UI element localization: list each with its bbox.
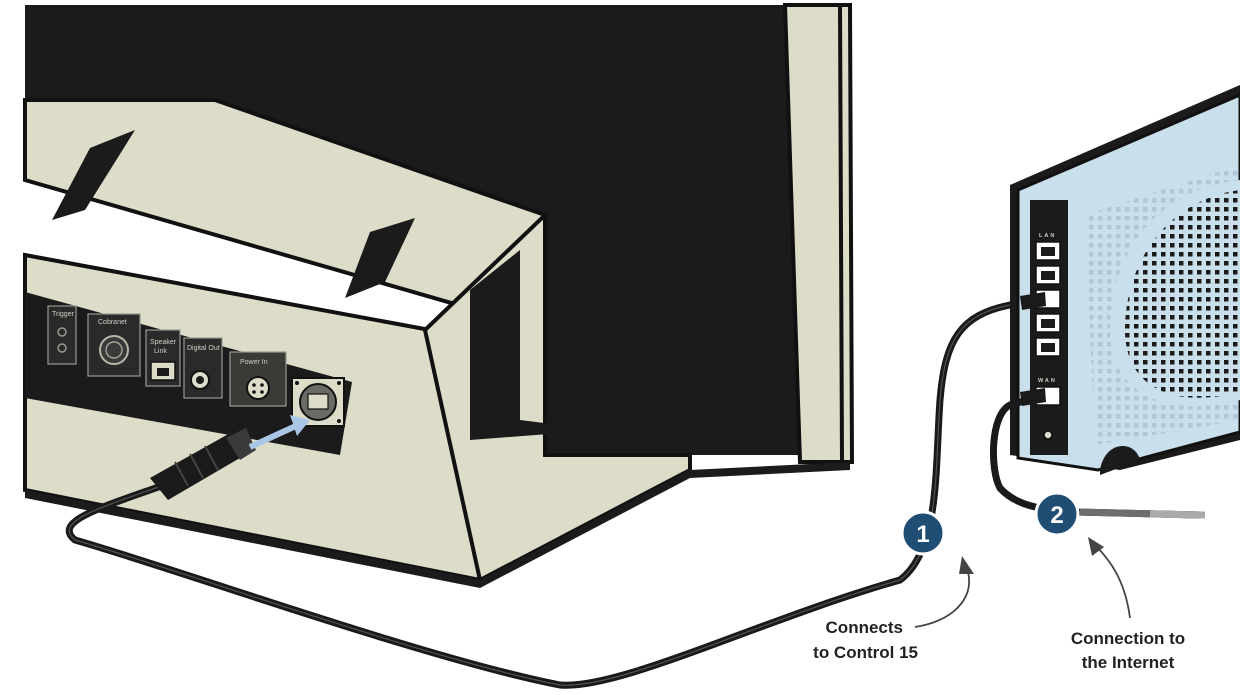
connector-panel: Trigger Cobranet Speaker Link Digital Ou… (25, 292, 352, 455)
badge-1 (900, 510, 946, 556)
power-in-connector (246, 376, 270, 400)
router-foot (1100, 446, 1140, 475)
base-foot-right (345, 218, 415, 298)
callout-2-caption-line1: Connection to (1071, 629, 1185, 648)
trigger-label: Trigger (52, 311, 75, 318)
badge-1-number: 1 (916, 521, 929, 548)
router: LAN WAN (1010, 85, 1240, 475)
insertion-arrow (248, 415, 310, 450)
callout-2: 2 Connection to the Internet (1034, 491, 1185, 672)
callout-1-caption-line1: Connects (826, 618, 903, 637)
cobranet-connector (99, 335, 129, 365)
callout-2-arrow (1094, 544, 1131, 619)
digital-out-label: Digital Out (187, 345, 220, 352)
badge-2 (1034, 491, 1080, 537)
cable-1 (65, 298, 1042, 689)
speaker-side-edge (782, 2, 855, 464)
speaker-link-label-line2: Link (154, 348, 167, 355)
router-power-jack (1043, 430, 1053, 440)
cobranet-label: Cobranet (98, 319, 127, 326)
speaker-unit: Trigger Cobranet Speaker Link Digital Ou… (23, 2, 855, 588)
ethernet-plug (150, 428, 256, 500)
lan-ports (1035, 241, 1061, 357)
badge-2-number: 2 (1050, 502, 1063, 529)
router-fan-grille (1125, 190, 1240, 398)
wan-label: WAN (1038, 378, 1057, 384)
callout-1-arrow (914, 571, 971, 628)
callout-1: 1 Connects to Control 15 (813, 510, 974, 662)
lan-label: LAN (1039, 233, 1056, 239)
callout-1-caption-line2: to Control 15 (813, 643, 918, 662)
power-in-label: Power In (240, 359, 268, 366)
callout-2-caption-line2: the Internet (1082, 653, 1175, 672)
speaker-link-label-line1: Speaker (150, 339, 177, 346)
base-foot-left (52, 130, 135, 220)
trigger-jack (57, 327, 67, 337)
trigger-port-block (47, 305, 77, 365)
base-side-shadow (470, 250, 600, 440)
